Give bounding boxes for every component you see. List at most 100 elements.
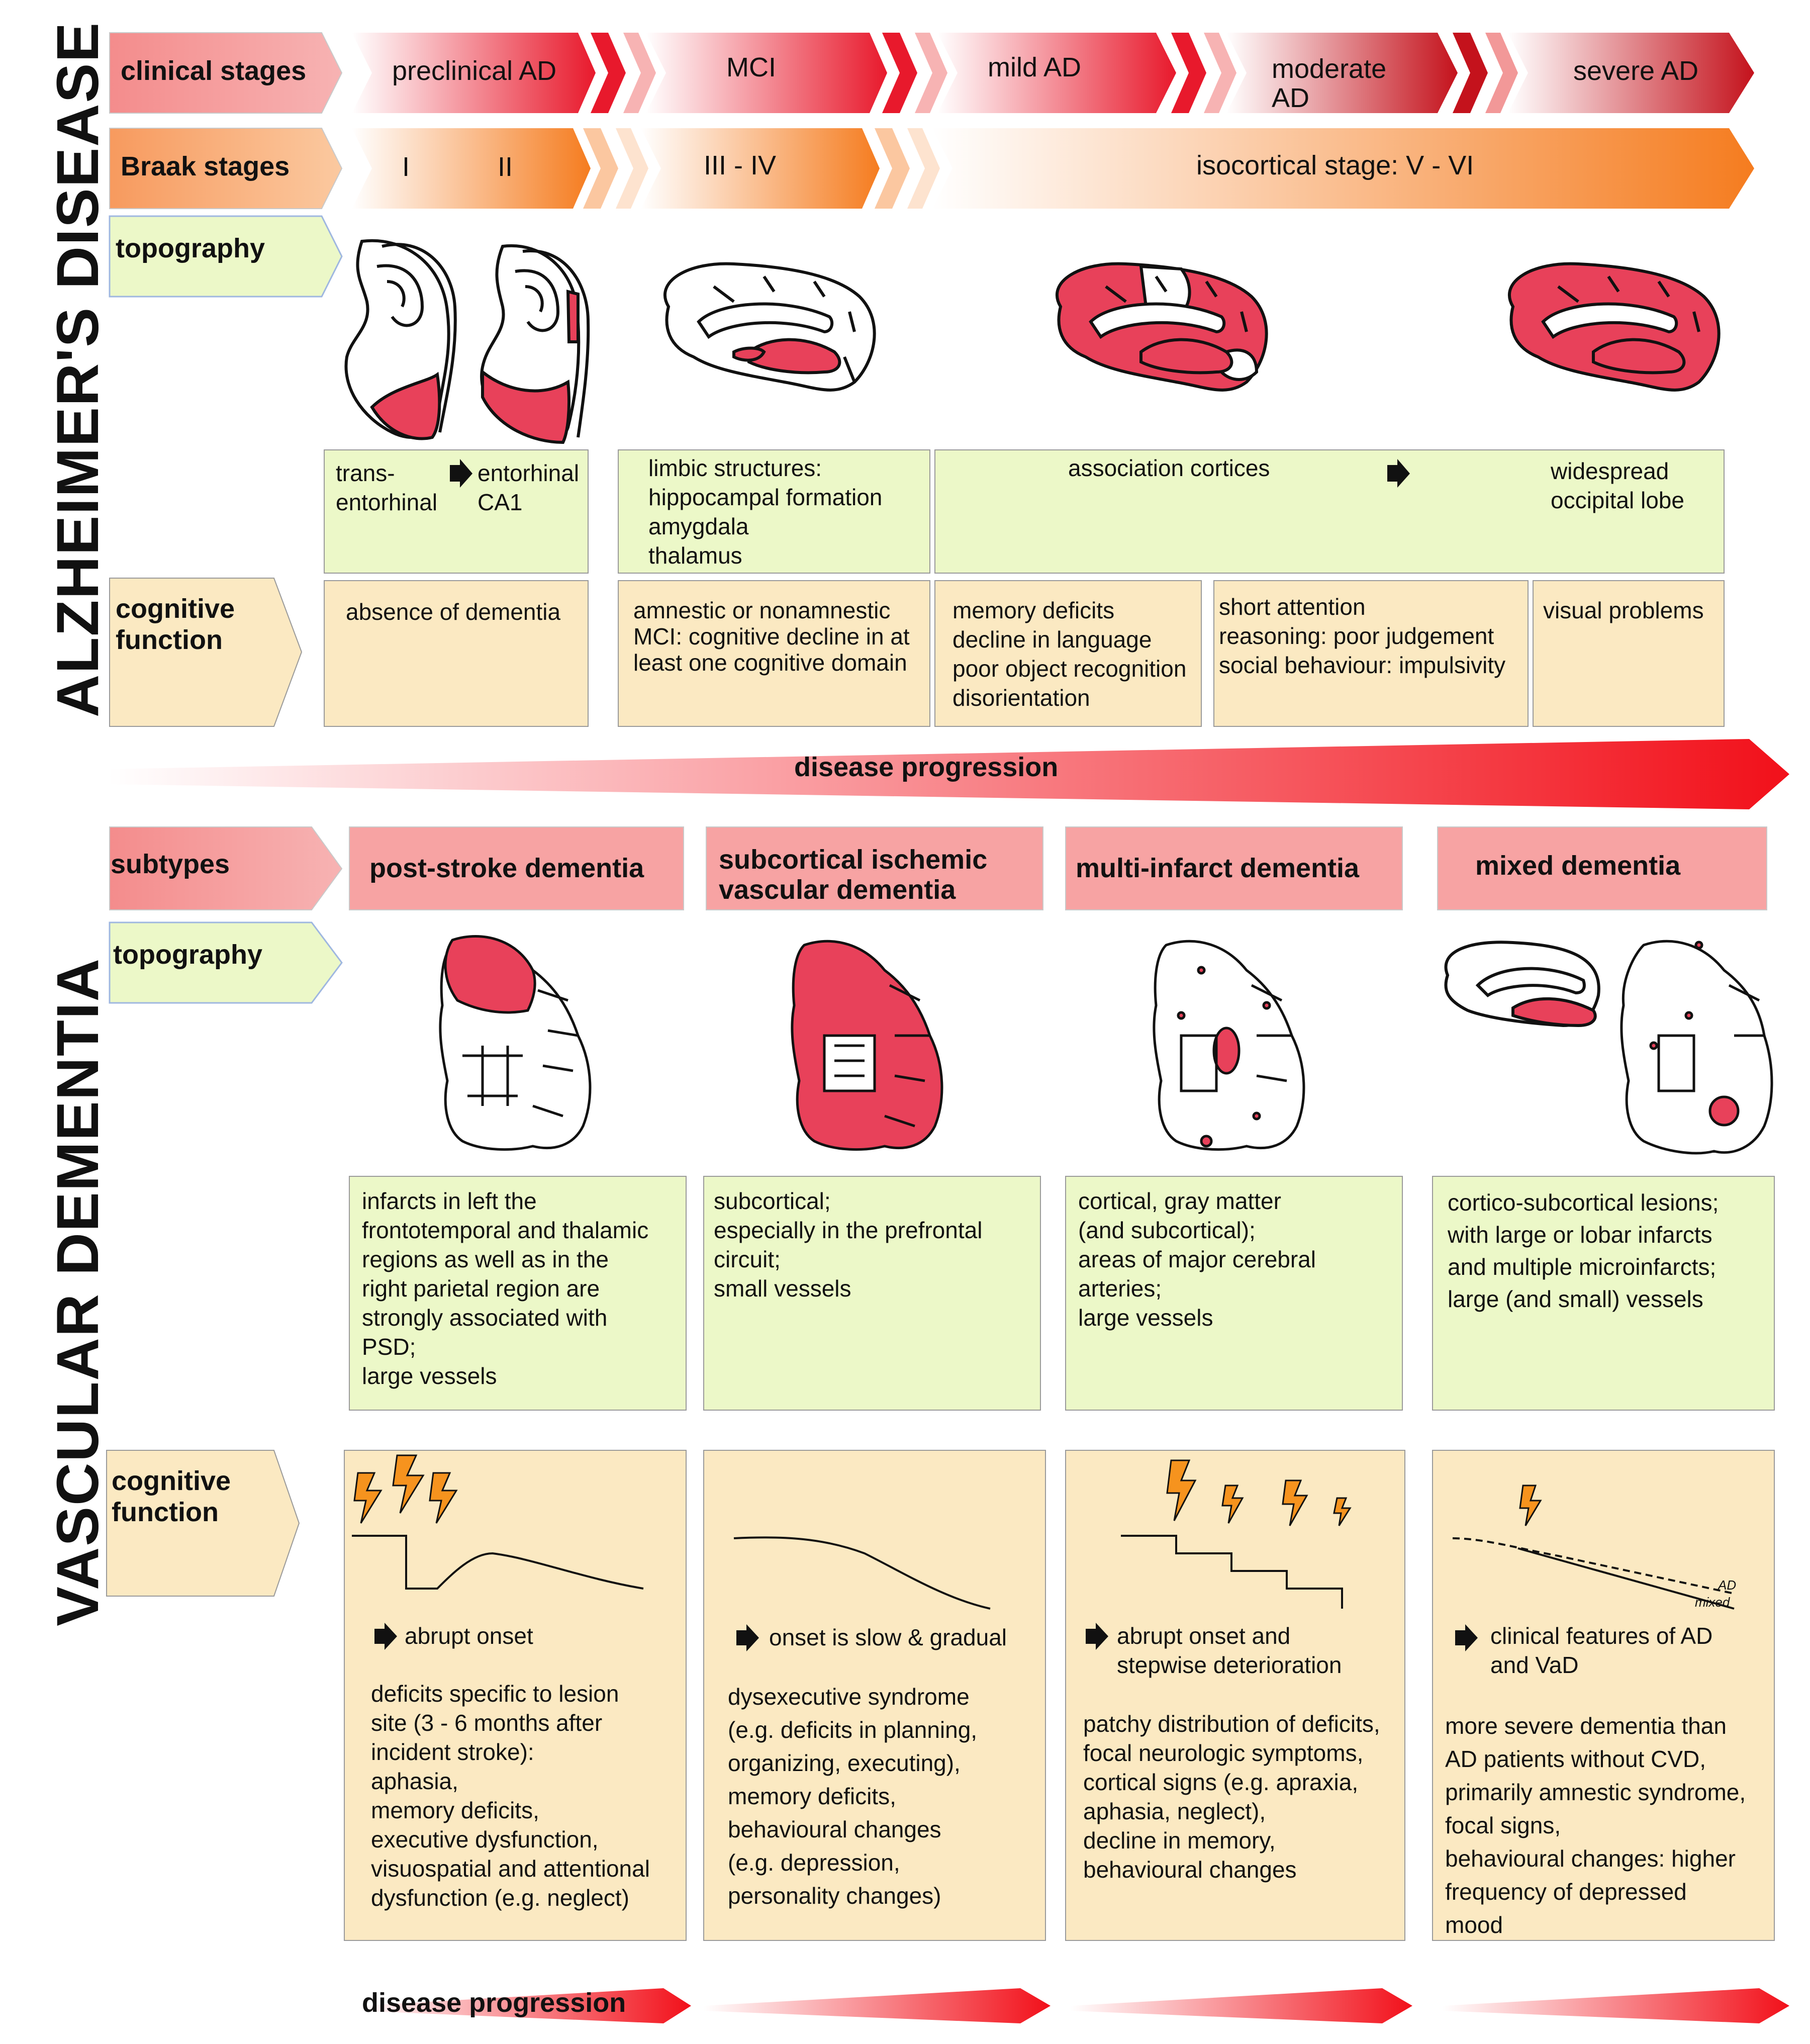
arrow-icon [374, 1623, 1478, 1651]
clinical-chevron-1 [352, 33, 596, 113]
vad-topo-4: cortico-subcortical lesions; with large … [1448, 1189, 1719, 1312]
ad-cognitive-1: absence of dementia [346, 599, 561, 625]
brain-medial-mild [1056, 262, 1268, 392]
ad-cog-box-2 [618, 580, 930, 727]
braak-stages-label-arrow [109, 128, 343, 209]
vad-cog-box-1 [344, 1450, 687, 1941]
vad-onset-1: abrupt onset [405, 1623, 533, 1649]
ad-cognitive-3: memory deficits decline in language poor… [952, 597, 1187, 711]
braak-chevron-3 [932, 128, 1754, 209]
braak-stage-3: III - IV [704, 150, 777, 180]
clinical-chevron-3 [937, 33, 1176, 113]
ad-cognitive-2: amnestic or nonamnestic MCI: cognitive d… [633, 597, 910, 676]
braak-stage-4: isocortical stage: V - VI [1196, 150, 1474, 180]
subtype-2: subcortical ischemic vascular dementia [719, 845, 988, 905]
vad-topo-2: subcortical; especially in the prefronta… [714, 1188, 983, 1302]
ad-topo-col2: limbic structures: hippocampal formation… [648, 455, 883, 569]
mixed-brain-coronal [1620, 940, 1773, 1155]
clinical-stages-label: clinical stages [121, 56, 307, 86]
subtype-box-3 [1065, 826, 1403, 910]
vad-topo-1: infarcts in left the frontotemporal and … [362, 1188, 649, 1389]
braak-chevron-1 [352, 128, 591, 209]
coronal-brain-subcortical [791, 940, 943, 1151]
vad-deficits-4: more severe dementia than AD patients wi… [1445, 1713, 1746, 1938]
ad-progression-label: disease progression [794, 752, 1059, 782]
vad-topo-box-1 [349, 1176, 687, 1411]
clinical-chevron-3b [1171, 33, 1206, 113]
clinical-stage-5: severe AD [1573, 56, 1699, 86]
clinical-chevron-1b [591, 33, 626, 113]
braak-stages-label: Braak stages [121, 151, 290, 181]
ad-cog-box-4 [1213, 580, 1529, 727]
vad-onset-4: clinical features of AD and VaD [1490, 1623, 1713, 1678]
ad-cognitive-label-arrow [109, 578, 303, 727]
hippocampus-section-2 [480, 244, 590, 444]
subtype-1: post-stroke dementia [369, 853, 644, 883]
vad-deficits-1: deficits specific to lesion site (3 - 6 … [371, 1681, 650, 1911]
ad-topo-col1-left: trans- entorhinal [336, 460, 438, 515]
vad-topo-box-4 [1432, 1176, 1775, 1411]
vad-topo-box-2 [703, 1176, 1041, 1411]
subtype-4: mixed dementia [1475, 851, 1681, 881]
vad-onset-2: onset is slow & gradual [769, 1624, 1007, 1650]
ad-topo-arrow-2 [1387, 459, 1410, 488]
subtype-box-1 [349, 826, 684, 910]
subtype-box-4 [1437, 826, 1767, 910]
ad-topo-arrow-1 [450, 459, 472, 488]
subtype-box-2 [706, 826, 1043, 910]
vad-cog-box-4 [1432, 1450, 1775, 1941]
ad-cognitive-label: cognitive function [116, 594, 235, 655]
vad-progression-wedge-2 [704, 1988, 1051, 2023]
vad-deficits-3: patchy distribution of deficits, focal n… [1083, 1711, 1380, 1883]
vad-deficits-2: dysexecutive syndrome (e.g. deficits in … [728, 1684, 978, 1909]
braak-chevron-2b [875, 128, 910, 209]
vad-progression-wedge-1 [359, 1988, 691, 2023]
clinical-chevron-2 [646, 33, 887, 113]
brain-medial-mci [663, 262, 876, 392]
braak-chevron-2 [641, 128, 880, 209]
ad-topo-col3-left: association cortices [1068, 455, 1270, 481]
ad-side-title: ALZHEIMER'S DISEASE [45, 22, 111, 717]
subtypes-label-arrow [109, 826, 343, 910]
gradual-onset-curve [733, 1536, 991, 1610]
clinical-chevron-4c [1485, 33, 1518, 113]
clinical-stages-label-arrow [109, 32, 343, 114]
mixed-brain-medial [1444, 941, 1600, 1028]
clinical-chevron-2c [915, 33, 947, 113]
clinical-stage-4: moderate AD [1272, 54, 1387, 113]
vad-cog-box-2 [703, 1450, 1046, 1941]
clinical-chevron-1c [623, 33, 656, 113]
clinical-stage-2: MCI [726, 52, 776, 82]
mixed-mixed-curve [1517, 1547, 1735, 1610]
vad-topography-label-arrow [109, 921, 343, 1004]
hippocampus-section-1 [344, 239, 457, 440]
vad-cognitive-label: cognitive function [112, 1466, 231, 1527]
ad-progression-wedge [108, 739, 1789, 809]
mixed-curve-label-ad: AD [1718, 1577, 1737, 1593]
lightning-icon [353, 1454, 1542, 1526]
vad-topo-box-3 [1065, 1176, 1403, 1411]
mixed-ad-curve [1452, 1537, 1735, 1595]
coronal-brain-multi-infarct [1153, 940, 1305, 1151]
vad-topography-label: topography [113, 940, 262, 970]
coronal-brain-post-stroke [439, 935, 592, 1151]
vad-progression-label: disease progression [362, 1988, 626, 2018]
clinical-chevron-3c [1204, 33, 1236, 113]
ad-cog-box-3 [934, 580, 1202, 727]
ad-topography-label: topography [116, 233, 265, 263]
clinical-chevron-4 [1226, 33, 1458, 113]
ad-topography-label-arrow [109, 215, 343, 298]
subtype-3: multi-infarct dementia [1076, 853, 1360, 883]
clinical-stage-3: mild AD [988, 52, 1082, 82]
vad-cog-box-3 [1065, 1450, 1405, 1941]
braak-stage-1: I [402, 152, 410, 182]
stepwise-curve [1121, 1535, 1343, 1609]
ad-cog-box-1 [324, 580, 589, 727]
mixed-curve-label-mixed: mixed [1695, 1595, 1730, 1610]
vad-topo-3: cortical, gray matter (and subcortical);… [1078, 1188, 1316, 1331]
vad-progression-wedge-3 [1071, 1988, 1412, 2023]
clinical-stage-1: preclinical AD [392, 56, 557, 86]
subtypes-label: subtypes [111, 849, 230, 879]
ad-cognitive-5: visual problems [1543, 597, 1704, 623]
